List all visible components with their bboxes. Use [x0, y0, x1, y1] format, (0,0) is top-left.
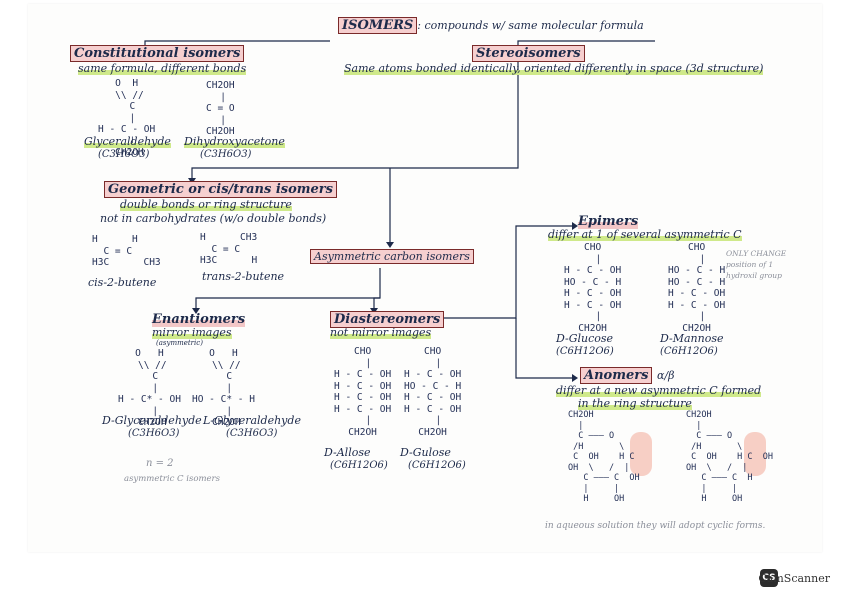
stereoisomers-heading: Stereoisomers — [472, 45, 585, 62]
scanned-page — [28, 4, 822, 552]
beta-anomer-ring: CH2OH | C ——— O /H \ C OH H C OH OH \ / … — [686, 410, 773, 504]
epimers-heading: Epimers — [578, 214, 639, 229]
geometric-line2: double bonds or ring structure — [120, 198, 292, 211]
trans-butene-name: trans-2-butene — [202, 270, 285, 283]
constitutional-heading: Constitutional isomers — [70, 45, 245, 62]
glyceraldehyde-formula: (C3H6O3) — [98, 149, 150, 160]
alpha-anomeric-highlight — [630, 432, 652, 476]
epimers-desc: differ at 1 of several asymmetric C — [548, 228, 742, 241]
anomers-heading: Anomers α/β — [580, 367, 675, 384]
isomers-definition: : compounds w/ same molecular formula — [417, 19, 644, 32]
geometric-line3: not in carbohydrates (w/o double bonds) — [100, 212, 327, 225]
dihydroxyacetone-structure: CH2OH | C = O | CH2OH — [206, 80, 235, 137]
enantiomers-desc: mirror images — [152, 326, 232, 339]
line-to-anomers — [515, 318, 576, 379]
cis-butene-name: cis-2-butene — [88, 276, 157, 289]
d-allose-structure: CHO | H - C - OH H - C - OH H - C - OH H… — [334, 346, 392, 438]
d-mannose-formula: (C6H12O6) — [660, 346, 718, 357]
d-glucose-formula: (C6H12O6) — [556, 346, 614, 357]
alpha-anomer-ring: CH2OH | C ——— O /H \ C OH H C OH \ / | C… — [568, 410, 640, 504]
enantiomers-heading: Enantiomers — [152, 312, 246, 327]
d-mannose-structure: CHO | HO - C - H HO - C - H H - C - OH H… — [668, 242, 726, 334]
trans-butene-structure: H CH3 C = C H3C H — [200, 232, 258, 266]
d-glucose-structure: CHO | H - C - OH HO - C - H H - C - OH H… — [564, 242, 622, 334]
camscanner-brand: CamScanner — [758, 572, 830, 585]
d-glyceraldehyde-formula: (C3H6O3) — [128, 428, 180, 439]
pencil-note-formula: n = 2 — [146, 458, 174, 469]
dihydroxyacetone-name: Dihydroxyacetone — [184, 135, 285, 148]
anomers-desc2: in the ring structure — [578, 397, 692, 410]
constitutional-desc: same formula, different bonds — [78, 62, 247, 75]
anomers-desc1: differ at a new asymmetric C formed — [556, 384, 762, 397]
diastereomers-heading: Diastereomers — [330, 311, 445, 328]
line-to-geometric — [191, 62, 519, 180]
epimers-pencil-note: ONLY CHANGE position of 1 hydroxil group — [726, 249, 787, 280]
stereoisomers-desc: Same atoms bonded identically, oriented … — [344, 62, 764, 75]
cis-butene-structure: H H C = C H3C CH3 — [92, 234, 161, 268]
d-glyceraldehyde-structure: O H \\ // C | H - C* - OH | CH2OH — [118, 348, 181, 428]
anomers-pencil-note: in aqueous solution they will adopt cycl… — [545, 521, 766, 531]
d-allose-name: D-Allose — [324, 446, 371, 459]
beta-anomeric-highlight — [744, 432, 766, 476]
l-glyceraldehyde-formula: (C3H6O3) — [226, 428, 278, 439]
enantiomers-sub: (asymmetric) — [156, 339, 203, 347]
geometric-heading: Geometric or cis/trans isomers — [104, 181, 337, 198]
pencil-note-text: asymmetric C isomers — [124, 474, 220, 484]
line-to-diastereomers — [373, 297, 380, 310]
isomers-term: ISOMERS — [338, 17, 418, 34]
d-gulose-structure: CHO | H - C - OH HO - C - H H - C - OH H… — [404, 346, 462, 438]
alpha-beta-symbol: α/β — [656, 369, 675, 382]
line-to-epimers — [420, 225, 576, 319]
d-allose-formula: (C6H12O6) — [330, 460, 388, 471]
line-to-enantiomers — [195, 268, 381, 310]
glyceraldehyde-name: Glyceraldehyde — [84, 135, 171, 148]
asymmetric-heading: Asymmetric carbon isomers — [310, 249, 474, 264]
camscanner-logo: CS — [760, 569, 778, 587]
d-gulose-formula: (C6H12O6) — [408, 460, 466, 471]
diastereomers-desc: not mirror images — [330, 326, 432, 339]
page-title: ISOMERS: compounds w/ same molecular for… — [338, 17, 644, 34]
d-gulose-name: D-Gulose — [400, 446, 451, 459]
d-glyceraldehyde-name: D-Glyceraldehyde — [102, 414, 202, 427]
l-glyceraldehyde-name: L-Glyceraldehyde — [203, 414, 301, 427]
d-glucose-name: D-Glucose — [556, 332, 614, 345]
dihydroxyacetone-formula: (C3H6O3) — [200, 149, 252, 160]
d-mannose-name: D-Mannose — [660, 332, 724, 345]
l-glyceraldehyde-structure: O H \\ // C | HO - C* - H | CH2OH — [192, 348, 255, 428]
